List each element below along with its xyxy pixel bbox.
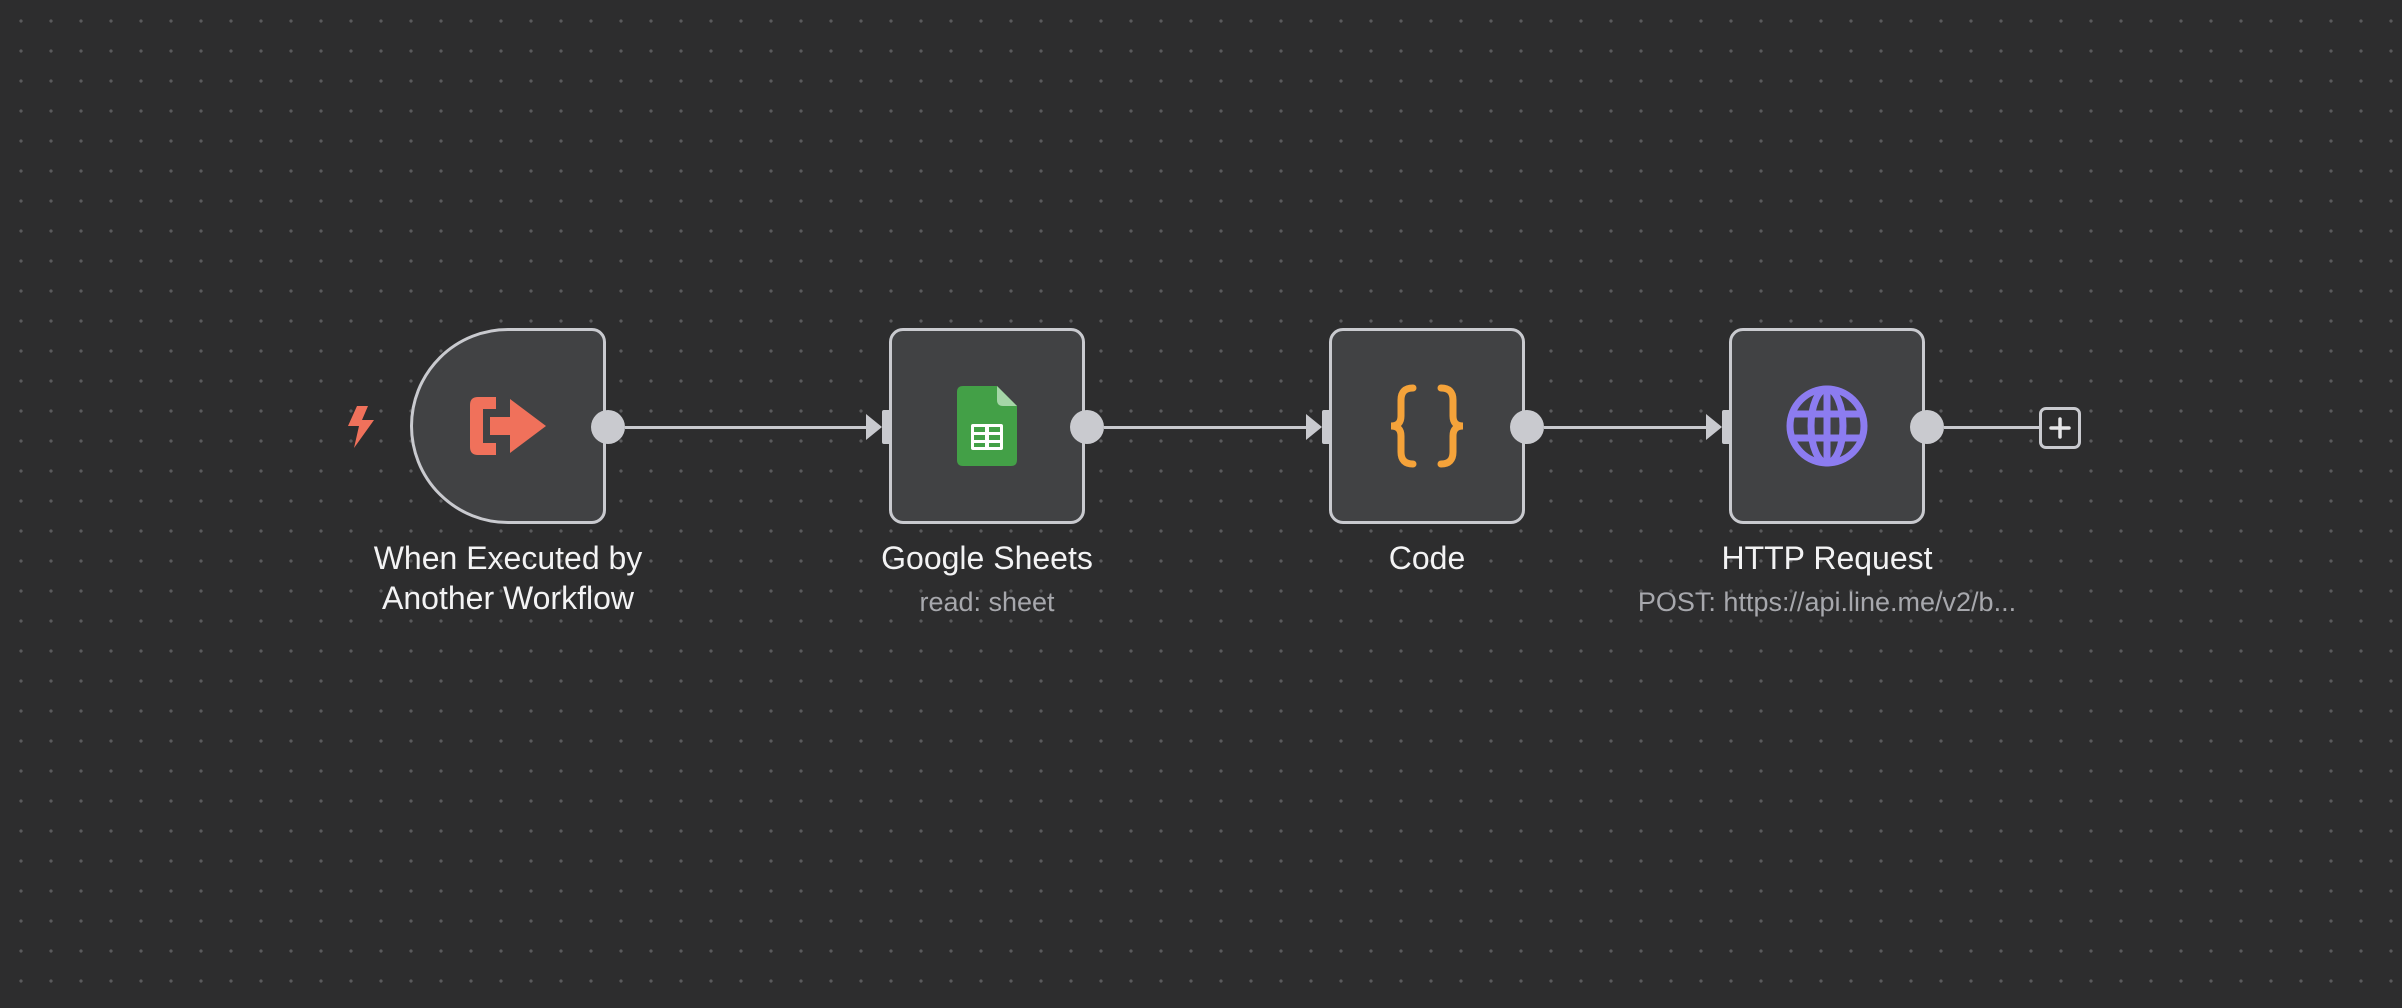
output-handle[interactable]	[591, 410, 625, 444]
node-google-sheets[interactable]	[889, 328, 1085, 524]
lightning-bolt-icon	[344, 404, 378, 455]
plus-icon	[2049, 417, 2071, 439]
output-handle[interactable]	[1510, 410, 1544, 444]
connection-edge[interactable]	[1544, 426, 1709, 429]
node-code[interactable]	[1329, 328, 1525, 524]
node-when-executed-by-another-workflow[interactable]	[410, 328, 606, 524]
arrow-head-icon	[866, 414, 882, 440]
node-subtitle: POST: https://api.line.me/v2/b...	[1637, 587, 2017, 617]
node-title: Code	[1388, 540, 1466, 576]
arrow-head-icon	[1306, 414, 1322, 440]
node-http-request[interactable]	[1729, 328, 1925, 524]
connection-edge[interactable]	[1104, 426, 1309, 429]
sign-out-icon	[470, 397, 546, 455]
node-title: Google Sheets	[881, 540, 1093, 576]
node-title-line1: When Executed by	[373, 540, 643, 576]
arrow-head-icon	[1706, 414, 1722, 440]
output-handle[interactable]	[1910, 410, 1944, 444]
curly-braces-icon	[1390, 384, 1464, 468]
google-sheets-icon	[957, 386, 1017, 466]
node-title: HTTP Request	[1721, 540, 1933, 576]
node-title: When Executed by Another Workflow	[298, 538, 718, 618]
node-title-line2: Another Workflow	[382, 580, 634, 616]
add-node-button[interactable]	[2039, 407, 2081, 449]
connection-edge[interactable]	[625, 426, 869, 429]
output-handle[interactable]	[1070, 410, 1104, 444]
node-subtitle: read: sheet	[919, 587, 1055, 617]
globe-icon	[1786, 385, 1868, 467]
connection-edge	[1944, 426, 2040, 429]
